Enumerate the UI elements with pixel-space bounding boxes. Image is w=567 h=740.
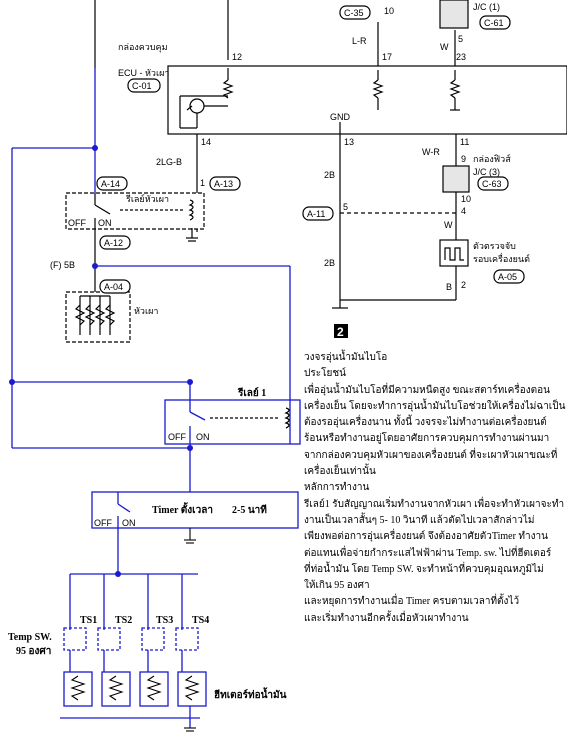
pin-9: 9 (461, 154, 466, 164)
pin-10: 10 (384, 6, 394, 16)
desc-line: เครื่องเย็นเท่านั้น (304, 466, 376, 478)
desc-line: จากกล่องควบคุมหัวเผาของเครื่องยนต์ ที่จะ… (304, 449, 558, 461)
pin-13: 13 (344, 137, 354, 147)
jc3-label: J/C (3) (473, 167, 500, 177)
pin-14: 14 (201, 137, 211, 147)
desc-line: รีเลย์1 รับสัญญาณเริ่มทำงานจากหัวเผา เพื… (304, 498, 565, 510)
relay-off-label: OFF (68, 218, 86, 228)
wire-lr: L-R (352, 36, 367, 46)
desc-line: ร้อนหรือทำงานอยู่โดยอาศัยการควบคุมการทำง… (304, 433, 550, 445)
heater-elements (70, 675, 200, 701)
connector-a12: A-12 (104, 238, 123, 248)
sensor-label-2: รอบเครื่องยนต์ (473, 252, 530, 264)
connector-a05: A-05 (498, 272, 517, 282)
glow-plug-label: หัวเผา (134, 306, 158, 316)
wire-w-top: W (440, 42, 449, 52)
glow-relay-label: รีเลย์หัวเผา (126, 193, 169, 204)
desc-line: งานเป็นเวลาสั้นๆ 5- 10 วินาที แล้วตัดไปเ… (304, 514, 535, 526)
pin-12: 12 (232, 52, 242, 62)
labels: C-35 10 J/C (1) C-61 L-R W 5 กล่องควบคุม… (8, 2, 530, 701)
connector-c01: C-01 (132, 81, 152, 91)
relay-on-label: ON (98, 218, 112, 228)
wire-2lgb: 2LG-B (156, 157, 182, 167)
desc-line: และเริ่มทำงานอีกครั้งเมื่อหัวเผาทำงาน (304, 612, 469, 624)
pin-1: 1 (200, 178, 205, 188)
ts4-label: TS4 (192, 615, 209, 626)
desc-line: และหยุดการทำงานเมื่อ Timer ครบตามเวลาที่… (304, 596, 520, 608)
pin-23: 23 (456, 52, 466, 62)
ts1-label: TS1 (80, 615, 97, 626)
section-2-badge (334, 324, 348, 338)
desc-line: ที่ท่อน้ำมัน โดย Temp SW. จะทำหน้าที่ควบ… (304, 563, 544, 575)
sensor-label: ตัวตรวจจับ (473, 241, 516, 251)
timer-off-label: OFF (94, 518, 112, 528)
wire-2b-1: 2B (324, 170, 335, 180)
desc-line: ต้องรออุ่นเครื่องนาน ทั้งนี้ วงจรจะไม่ทำ… (304, 417, 547, 429)
ground-symbols (184, 528, 196, 732)
temp-deg-label: 95 องศา (16, 646, 51, 657)
desc-line: ต่อแทนเพื่อจ่ายกำกระแสไฟฟ้าผ่าน Temp. sw… (304, 547, 552, 559)
relay1-off-label: OFF (168, 432, 186, 442)
relay1-on-label: ON (196, 432, 210, 442)
connector-a11: A-11 (307, 209, 325, 219)
pin-5-mid: 5 (343, 202, 348, 212)
timer-label: Timer ตั้งเวลา (152, 502, 213, 516)
connector-c61: C-61 (484, 18, 504, 28)
connector-c63: C-63 (482, 179, 502, 189)
desc-title: วงจรอุ่นน้ำมันไบโอ (304, 352, 388, 363)
junction-dots (9, 145, 193, 577)
connector-a04: A-04 (104, 282, 123, 292)
connector-a14: A-14 (101, 179, 120, 189)
desc-line: หลักการทำงาน (304, 482, 370, 494)
wire-wr: W-R (422, 147, 440, 157)
connector-a13: A-13 (214, 179, 233, 189)
pin-11: 11 (460, 137, 469, 147)
wire-f5b: (F) 5B (50, 260, 75, 270)
bio-heater-circuit (11, 68, 301, 728)
gnd-label: GND (330, 112, 351, 122)
wire-w-mid: W (444, 220, 453, 230)
ts3-label: TS3 (156, 615, 173, 626)
desc-line: เพียงพอต่อการอุ่นเครื่องยนต์ จึงต้องอาศั… (304, 531, 548, 543)
relay1-label: รีเลย์ 1 (237, 387, 266, 399)
pin-17: 17 (382, 52, 392, 62)
desc-line: ประโยชน์ (304, 368, 346, 380)
temp-sw-label: Temp SW. (8, 632, 52, 643)
connector-c35: C-35 (344, 8, 364, 18)
desc-line: ให้เกิน 95 องศา (304, 580, 370, 592)
ecu-box-title: กล่องควบคุม (118, 42, 168, 53)
desc-line: เครื่องเย็น โดยจะทำการอุ่นน้ำมันไบโอช่วย… (304, 400, 566, 412)
timer-on-label: ON (122, 518, 136, 528)
ecu-name: ECU - หัวเผา (118, 68, 169, 78)
section-2-label: 2 (337, 325, 344, 339)
ts2-label: TS2 (115, 615, 132, 626)
jc1-label: J/C (1) (473, 2, 500, 12)
original-schematic (65, 0, 567, 343)
pin-5-top: 5 (458, 34, 463, 44)
fuse-box-label: กล่องฟิวส์ (473, 153, 511, 164)
pin-4: 4 (461, 206, 466, 216)
pin-10b: 10 (461, 194, 471, 204)
wire-b-bottom: B (446, 282, 452, 292)
pin-2: 2 (461, 280, 466, 290)
desc-line: เพื่ออุ่นน้ำมันไบโอที่มีความหนืดสูง ขณะส… (304, 384, 550, 396)
wire-2b-2: 2B (324, 258, 335, 268)
timer-range-label: 2-5 นาที (232, 504, 267, 516)
heater-label: ฮีทเตอร์ท่อน้ำมัน (214, 687, 287, 701)
description-text: วงจรอุ่นน้ำมันไบโอ ประโยชน์ เพื่ออุ่นน้ำ… (304, 350, 566, 627)
